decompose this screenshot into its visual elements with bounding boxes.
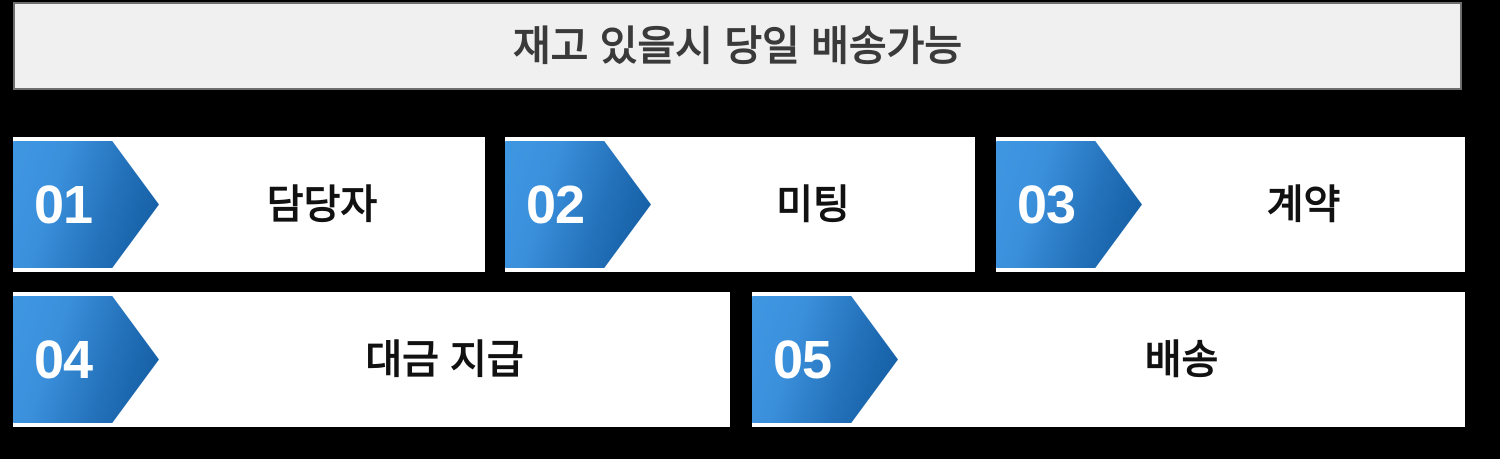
chevron-badge-icon: 03 bbox=[996, 141, 1142, 268]
step-number-02: 02 bbox=[525, 174, 585, 235]
chevron-badge-icon: 05 bbox=[752, 296, 898, 423]
step-row-bottom: 04 대금 지급 05 배송 bbox=[0, 292, 1500, 427]
step-label-02: 미팅 bbox=[776, 182, 850, 227]
step-card-01[interactable]: 01 담당자 bbox=[13, 137, 485, 272]
chevron-badge-icon: 01 bbox=[13, 141, 159, 268]
step-label-01: 담당자 bbox=[266, 182, 378, 227]
page-title: 재고 있을시 당일 배송가능 bbox=[512, 22, 963, 69]
step-number-04: 04 bbox=[33, 329, 93, 390]
step-row-top: 01 담당자 02 미팅 03 계약 bbox=[0, 137, 1500, 272]
step-card-04[interactable]: 04 대금 지급 bbox=[13, 292, 730, 427]
step-number-05: 05 bbox=[772, 329, 832, 390]
step-label-04: 대금 지급 bbox=[365, 337, 524, 382]
header-banner: 재고 있을시 당일 배송가능 bbox=[13, 2, 1462, 90]
step-card-02[interactable]: 02 미팅 bbox=[505, 137, 975, 272]
chevron-badge-icon: 02 bbox=[505, 141, 651, 268]
chevron-badge-icon: 04 bbox=[13, 296, 159, 423]
step-number-01: 01 bbox=[33, 174, 93, 235]
step-card-03[interactable]: 03 계약 bbox=[996, 137, 1465, 272]
step-card-05[interactable]: 05 배송 bbox=[752, 292, 1465, 427]
step-number-03: 03 bbox=[1016, 174, 1076, 235]
step-label-05: 배송 bbox=[1144, 337, 1219, 382]
step-label-03: 계약 bbox=[1266, 182, 1341, 227]
